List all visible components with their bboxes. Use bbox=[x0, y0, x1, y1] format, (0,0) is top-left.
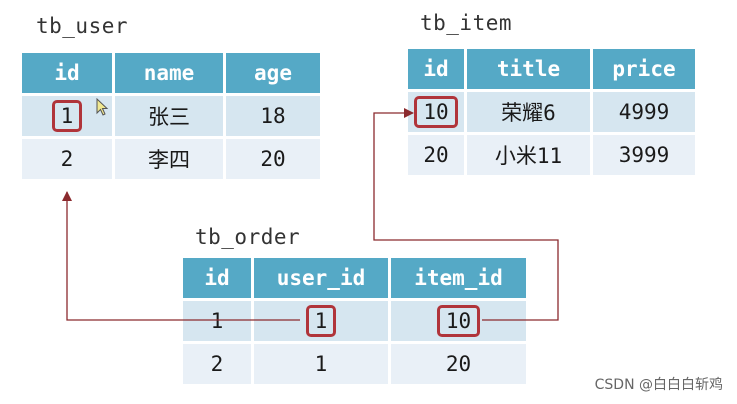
item-price-cell: 3999 bbox=[593, 135, 695, 175]
table-tb-order: id user_id item_id 1 1 10 2 1 20 bbox=[180, 255, 529, 387]
table-row: 1 1 10 bbox=[183, 301, 526, 341]
item-title-cell: 荣耀6 bbox=[467, 92, 590, 132]
order-user-id-cell: 1 bbox=[254, 344, 388, 384]
mouse-cursor-icon bbox=[96, 98, 109, 116]
column-header-name: name bbox=[115, 53, 223, 93]
user-id-relation-arrow bbox=[62, 191, 300, 321]
column-header-id: id bbox=[22, 53, 112, 93]
highlighted-order-user-id: 1 bbox=[305, 305, 337, 337]
user-age-cell: 20 bbox=[226, 139, 320, 179]
table-row: 10 荣耀6 4999 bbox=[408, 92, 695, 132]
table-title-tb-user: tb_user bbox=[36, 14, 129, 38]
column-header-id: id bbox=[408, 49, 464, 89]
watermark: CSDN @白白白斩鸡 bbox=[594, 377, 723, 393]
user-name-cell: 李四 bbox=[115, 139, 223, 179]
column-header-item-id: item_id bbox=[391, 258, 526, 298]
table-header-row: id name age bbox=[22, 53, 320, 93]
column-header-user-id: user_id bbox=[254, 258, 388, 298]
highlighted-item-id: 10 bbox=[414, 96, 458, 128]
table-row: 20 小米11 3999 bbox=[408, 135, 695, 175]
user-id-cell: 2 bbox=[22, 139, 112, 179]
item-id-relation-arrow bbox=[373, 108, 559, 321]
user-name-cell: 张三 bbox=[115, 96, 223, 136]
order-item-id-cell: 10 bbox=[391, 301, 526, 341]
order-id-cell: 1 bbox=[183, 301, 251, 341]
table-header-row: id title price bbox=[408, 49, 695, 89]
column-header-title: title bbox=[467, 49, 590, 89]
column-header-age: age bbox=[226, 53, 320, 93]
table-header-row: id user_id item_id bbox=[183, 258, 526, 298]
table-row: 2 1 20 bbox=[183, 344, 526, 384]
table-title-tb-order: tb_order bbox=[195, 225, 301, 249]
highlighted-user-id: 1 bbox=[51, 100, 83, 132]
order-user-id-cell: 1 bbox=[254, 301, 388, 341]
table-tb-user: id name age 1 张三 18 2 李四 20 bbox=[19, 50, 323, 182]
item-price-cell: 4999 bbox=[593, 92, 695, 132]
item-id-cell: 20 bbox=[408, 135, 464, 175]
item-id-cell: 10 bbox=[408, 92, 464, 132]
column-header-price: price bbox=[593, 49, 695, 89]
order-item-id-cell: 20 bbox=[391, 344, 526, 384]
highlighted-order-item-id: 10 bbox=[436, 305, 481, 337]
order-id-cell: 2 bbox=[183, 344, 251, 384]
table-title-tb-item: tb_item bbox=[420, 11, 513, 35]
user-age-cell: 18 bbox=[226, 96, 320, 136]
table-row: 2 李四 20 bbox=[22, 139, 320, 179]
table-tb-item: id title price 10 荣耀6 4999 20 小米11 3999 bbox=[405, 46, 698, 178]
column-header-id: id bbox=[183, 258, 251, 298]
item-title-cell: 小米11 bbox=[467, 135, 590, 175]
